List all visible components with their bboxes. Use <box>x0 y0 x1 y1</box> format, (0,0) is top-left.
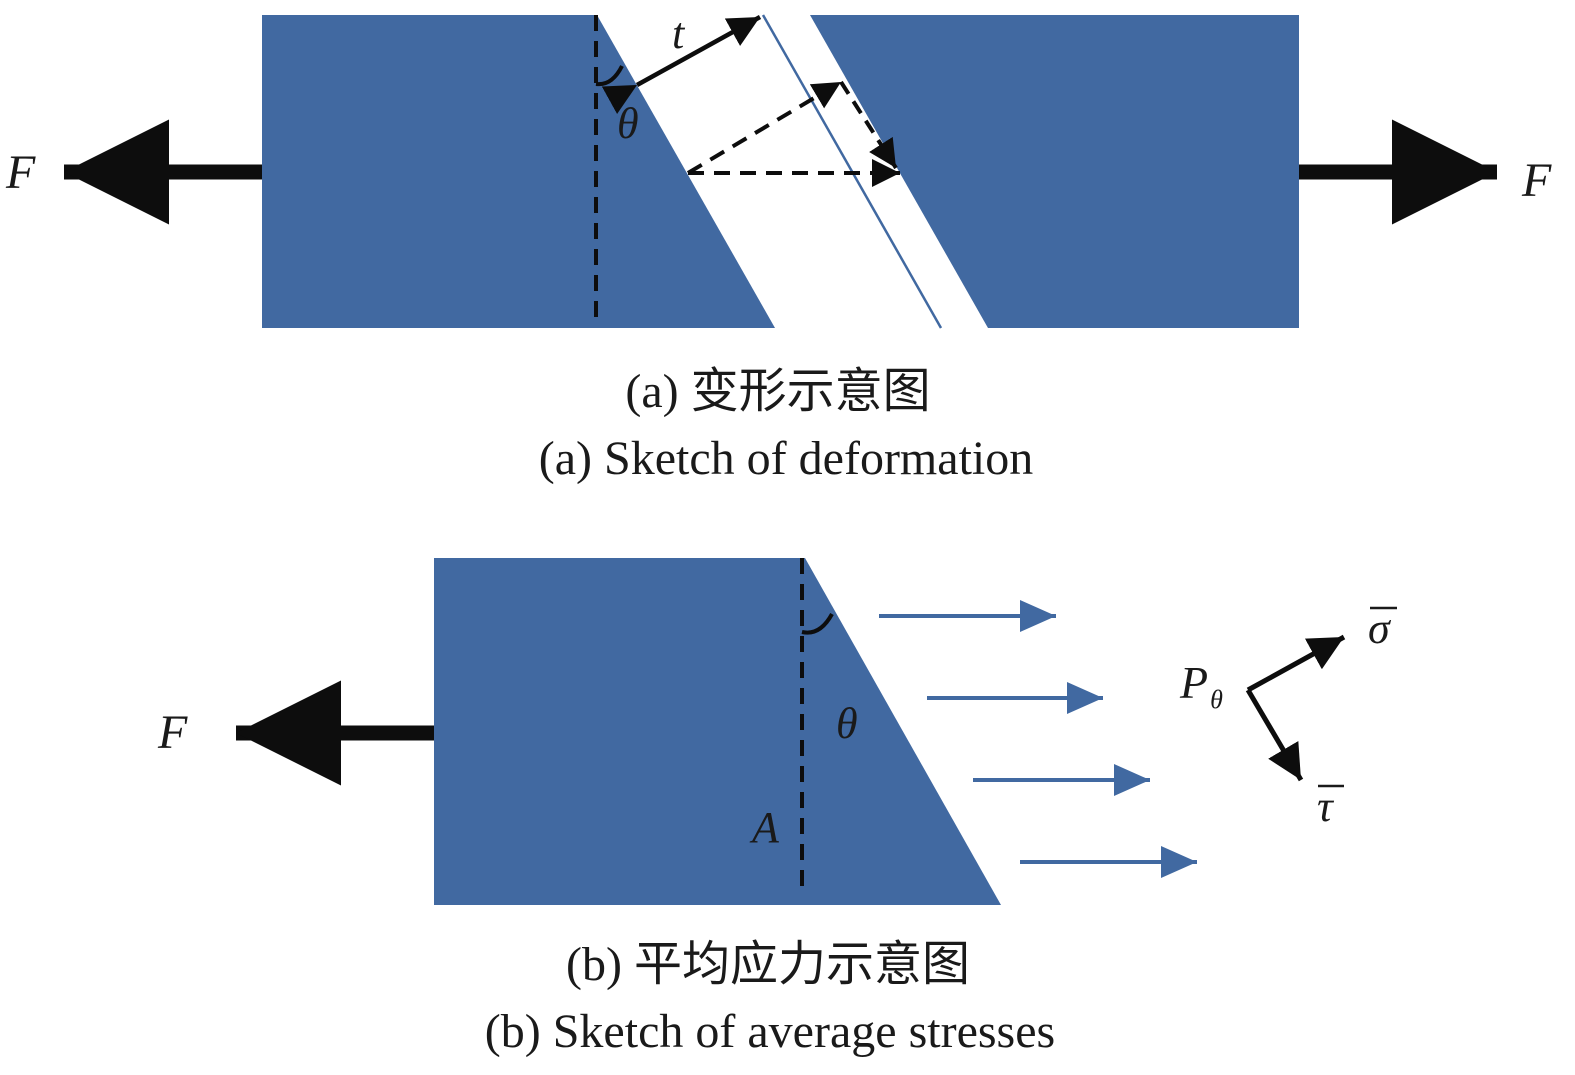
angle-label-a: θ <box>617 99 639 148</box>
tau-label: τ <box>1317 782 1335 831</box>
point-label: Pθ <box>1179 657 1223 714</box>
panel-a: F F t θ (a) 变形示意图 (a) Sketch of deformat… <box>5 9 1552 485</box>
cut-specimen <box>434 558 1001 905</box>
force-label-right: F <box>1521 154 1552 207</box>
point-label-main: P <box>1179 657 1208 708</box>
sigma-arrow <box>1246 634 1346 693</box>
caption-a-en: (a) Sketch of deformation <box>539 432 1033 485</box>
point-label-subscript: θ <box>1210 685 1223 714</box>
caption-b-en: (b) Sketch of average stresses <box>485 1005 1055 1058</box>
force-label-left-b: F <box>157 706 188 759</box>
area-label: A <box>749 803 780 852</box>
thickness-label: t <box>672 9 686 58</box>
caption-b-cn: (b) 平均应力示意图 <box>566 938 970 991</box>
dashed-tangential-vector <box>839 80 898 170</box>
sigma-label: σ <box>1368 604 1392 653</box>
caption-a-cn: (a) 变形示意图 <box>625 365 930 418</box>
force-label-left: F <box>5 146 36 199</box>
angle-arc-b <box>801 613 834 635</box>
tau-arrow <box>1245 688 1304 782</box>
dashed-normal-vector <box>686 80 843 175</box>
thickness-arrow <box>601 15 762 115</box>
angle-label-b: θ <box>836 699 858 748</box>
panel-b: F θ A Pθ σ τ (b) 平均应力示意图 (b) Sketch of a… <box>157 558 1397 1058</box>
